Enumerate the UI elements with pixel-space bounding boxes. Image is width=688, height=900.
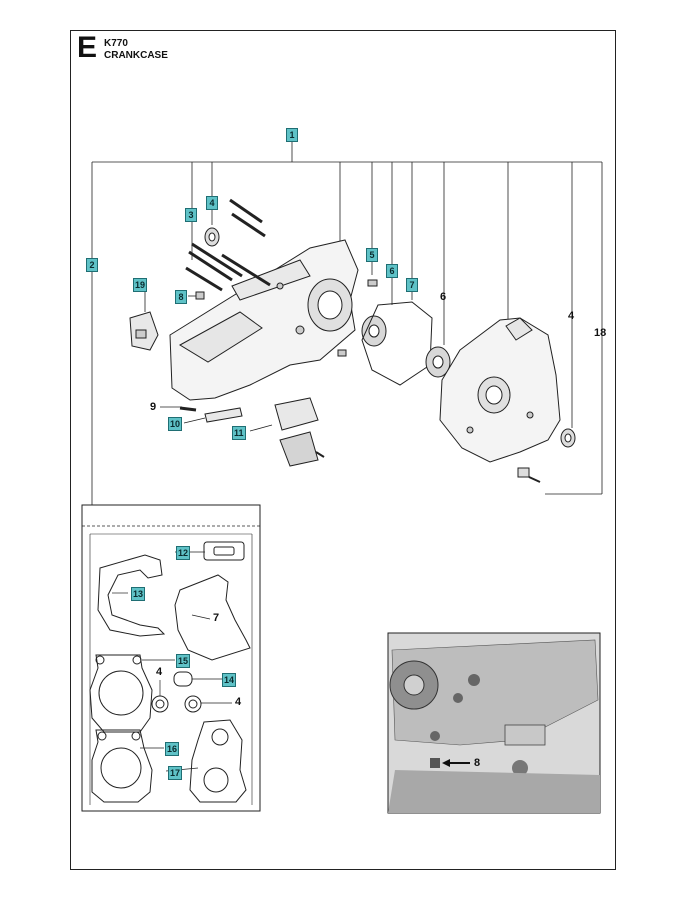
- callout-7b: 7: [212, 612, 220, 624]
- callout-11: 11: [232, 426, 246, 440]
- bracket-part: [129, 311, 159, 351]
- model-name: K770: [104, 38, 128, 49]
- callout-6b: 6: [439, 291, 447, 303]
- callout-9: 9: [149, 401, 157, 413]
- photo-inset: [387, 632, 601, 814]
- callout-8a: 8: [175, 290, 187, 304]
- callout-12: 12: [176, 546, 191, 560]
- callout-17: 17: [168, 766, 183, 780]
- callout-2: 2: [86, 258, 98, 272]
- gasket-kit-box: [81, 504, 261, 812]
- callout-18: 18: [594, 327, 607, 339]
- crankcase-right-half: [439, 317, 576, 483]
- callout-16: 16: [165, 742, 180, 756]
- callout-1: 1: [286, 128, 298, 142]
- gasket-shapes: [89, 541, 251, 803]
- callout-13: 13: [131, 587, 146, 601]
- section-letter: E: [77, 31, 98, 64]
- callout-4a: 4: [206, 196, 218, 210]
- callout-10: 10: [168, 417, 183, 431]
- crankcase-left-half: [169, 239, 359, 401]
- callout-14: 14: [222, 673, 237, 687]
- callout-6a: 6: [386, 264, 398, 278]
- callout-4d: 4: [234, 696, 242, 708]
- callout-7a: 7: [406, 278, 418, 292]
- lower-parts: [179, 397, 325, 467]
- callout-19: 19: [133, 278, 148, 292]
- callout-4b: 4: [567, 310, 575, 322]
- callout-5: 5: [366, 248, 378, 262]
- bolts-group: [185, 198, 271, 300]
- page-frame: [70, 30, 616, 870]
- bearings-and-gasket: [337, 279, 451, 386]
- callout-3: 3: [185, 208, 197, 222]
- callout-15: 15: [176, 654, 191, 668]
- callout-8b: 8: [473, 757, 481, 769]
- section-title: CRANKCASE: [104, 50, 168, 61]
- callout-4c: 4: [155, 666, 163, 678]
